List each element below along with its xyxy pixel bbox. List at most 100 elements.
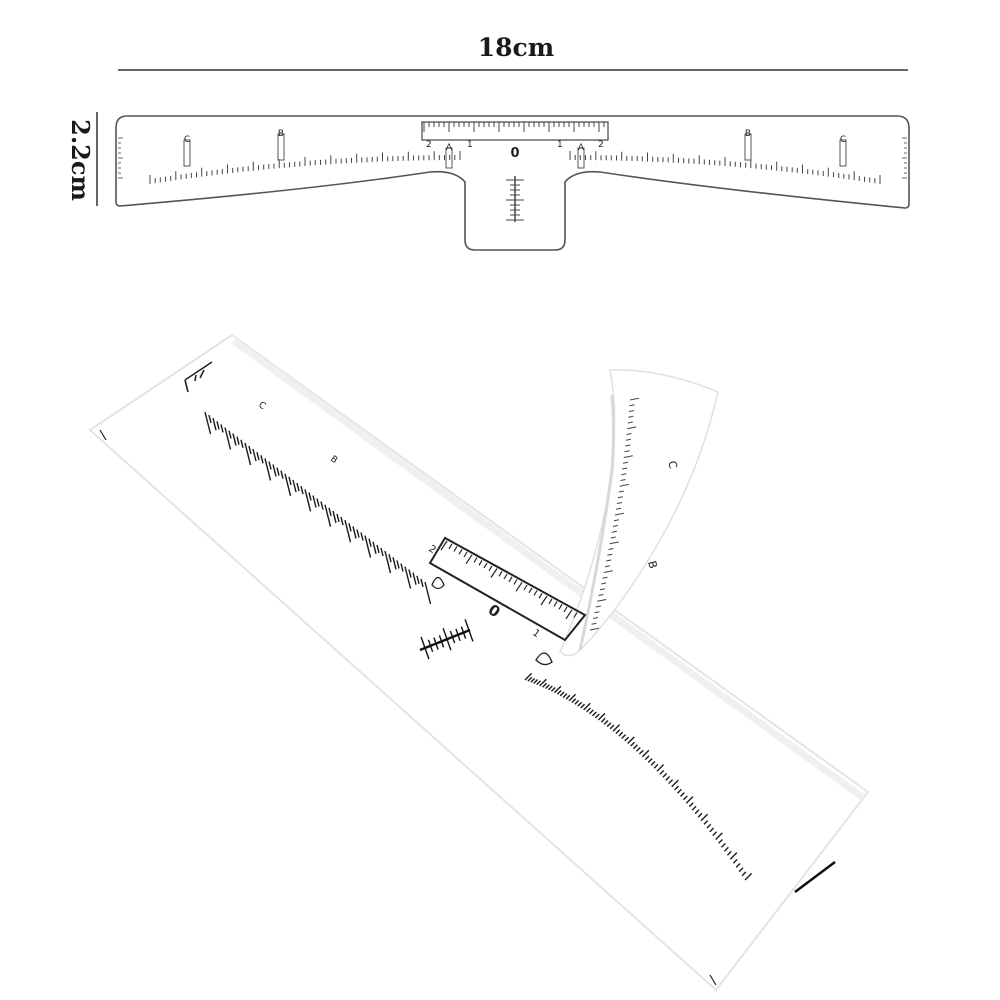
sticker-tick — [540, 595, 548, 606]
sticker-tick — [284, 473, 292, 496]
sticker-tick — [603, 720, 609, 725]
curl-tick — [618, 490, 624, 493]
curl-tick — [599, 588, 605, 591]
sticker-tick — [568, 693, 577, 702]
sticker-tick — [630, 741, 635, 747]
sticker-tick — [700, 813, 709, 822]
sticker-tick — [376, 544, 380, 554]
sticker-tick — [344, 520, 352, 543]
sticker-tick — [542, 682, 547, 688]
sticker-tick — [455, 628, 461, 642]
sticker-tick — [244, 442, 252, 466]
curl-tick — [598, 594, 604, 596]
sticker-tick — [208, 414, 212, 424]
sticker-tick — [312, 495, 317, 508]
sticker-tick — [438, 635, 445, 648]
sticker-tick — [384, 550, 392, 574]
sticker-tick — [545, 684, 550, 690]
curl-tick — [595, 605, 601, 608]
sticker-tick — [559, 691, 565, 697]
sticker-tick — [691, 805, 697, 811]
sticker-tick — [638, 749, 644, 755]
curl-tick — [620, 479, 626, 481]
sticker-tick — [288, 476, 292, 486]
sticker-tick — [300, 486, 304, 495]
sticker-tick — [324, 504, 332, 527]
sticker-tick — [538, 592, 543, 599]
curl-tick — [594, 611, 600, 614]
sticker-tick — [332, 510, 337, 524]
sticker-tick — [550, 686, 556, 692]
ruler-number-1-left: 1 — [467, 140, 473, 150]
sticker-tick — [571, 698, 577, 704]
curl-tick — [625, 444, 631, 447]
curl-tick — [628, 410, 635, 412]
sticker-tick — [420, 578, 424, 588]
sticker-tick — [562, 693, 568, 698]
sticker-tick — [744, 872, 753, 881]
width-dimension: 18cm — [118, 33, 908, 71]
sticker-tick — [656, 764, 665, 772]
sticker-tick — [513, 579, 518, 585]
sticker-tick — [465, 554, 473, 565]
ruler-letter-a-left: A — [446, 143, 453, 153]
sticker-tick — [574, 699, 580, 705]
sticker-tick — [577, 701, 583, 707]
sticker-tick — [653, 763, 659, 769]
width-label: 18cm — [478, 33, 554, 62]
sticker-tick — [488, 565, 493, 572]
sticker-photo: C B 2 0 1 C B — [88, 333, 870, 992]
curl-tick — [627, 426, 637, 430]
sticker-tick — [400, 563, 404, 572]
sticker-tick — [340, 516, 344, 526]
sticker-tick — [304, 489, 312, 512]
sticker-tick — [565, 694, 571, 700]
sticker-tick — [615, 729, 621, 735]
sticker-tick — [224, 427, 232, 450]
sticker-tick — [709, 827, 715, 833]
curl-tick — [615, 507, 622, 510]
sticker-tick — [573, 612, 578, 618]
sticker-tick — [636, 747, 641, 752]
ruler-letter-b-left: B — [278, 129, 284, 139]
ruler-letter-c-left: C — [184, 135, 190, 145]
sticker-tick — [586, 707, 591, 713]
sticker-tick — [536, 680, 542, 686]
sticker-tick — [668, 779, 674, 784]
sticker-tick — [589, 709, 594, 715]
sticker-tick — [547, 685, 553, 691]
sticker-tick — [530, 677, 536, 683]
sticker-tick — [380, 547, 384, 557]
curl-tick — [591, 622, 597, 625]
sticker-tick — [583, 702, 591, 711]
sticker-tick — [364, 535, 372, 558]
sticker-tick — [735, 863, 741, 868]
curl-tick — [619, 483, 629, 487]
sticker-tick — [272, 464, 277, 477]
sticker-letter-c: C — [256, 400, 267, 412]
ruler-letter-a-right: A — [578, 143, 585, 153]
curl-tick — [626, 433, 632, 435]
curl-tick — [624, 450, 630, 453]
sticker-tick — [679, 792, 685, 797]
sticker-tick — [528, 587, 533, 594]
sticker-tick — [644, 755, 650, 761]
curl-tick — [592, 617, 599, 619]
sticker-tick — [404, 566, 412, 589]
sticker-tick — [650, 760, 656, 766]
sticker-tick — [726, 850, 732, 856]
curl-tick — [610, 536, 616, 539]
sticker-tick — [308, 492, 312, 501]
sticker-tick — [440, 540, 448, 551]
curl-tick — [606, 559, 612, 562]
sticker-number-1: 1 — [530, 627, 542, 640]
sticker-tick — [594, 713, 600, 719]
sticker-tick — [515, 581, 523, 592]
curl-tick — [621, 473, 627, 476]
sticker-tick — [641, 749, 650, 758]
sticker-tick — [460, 626, 467, 639]
sticker-tick — [316, 498, 320, 507]
sticker-tick — [524, 672, 533, 681]
sticker-tick — [659, 769, 665, 775]
sticker-tick — [240, 439, 244, 448]
